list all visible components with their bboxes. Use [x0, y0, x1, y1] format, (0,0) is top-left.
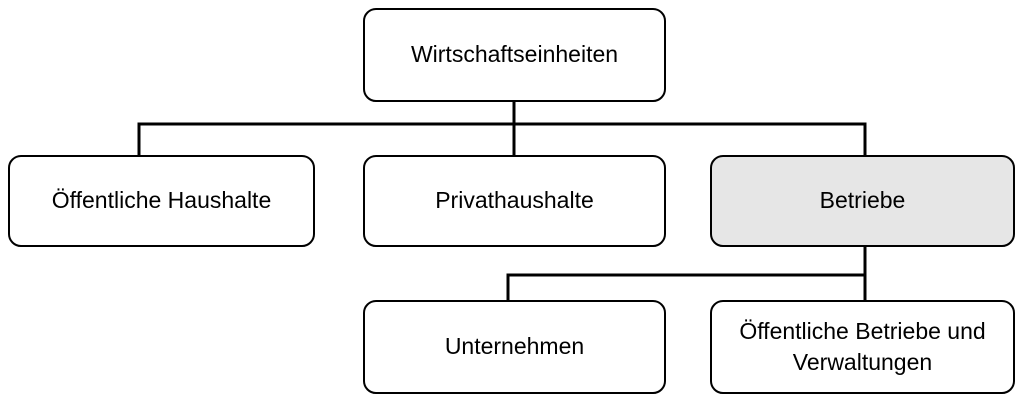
node-wirtschaftseinheiten: Wirtschaftseinheiten	[363, 8, 666, 102]
node-oeffentliche-betriebe-und-verwaltungen: Öffentliche Betriebe und Verwaltungen	[710, 300, 1015, 394]
node-privathaushalte: Privathaushalte	[363, 155, 666, 247]
node-unternehmen: Unternehmen	[363, 300, 666, 394]
node-betriebe: Betriebe	[710, 155, 1015, 247]
node-oeffentliche-haushalte: Öffentliche Haushalte	[8, 155, 315, 247]
